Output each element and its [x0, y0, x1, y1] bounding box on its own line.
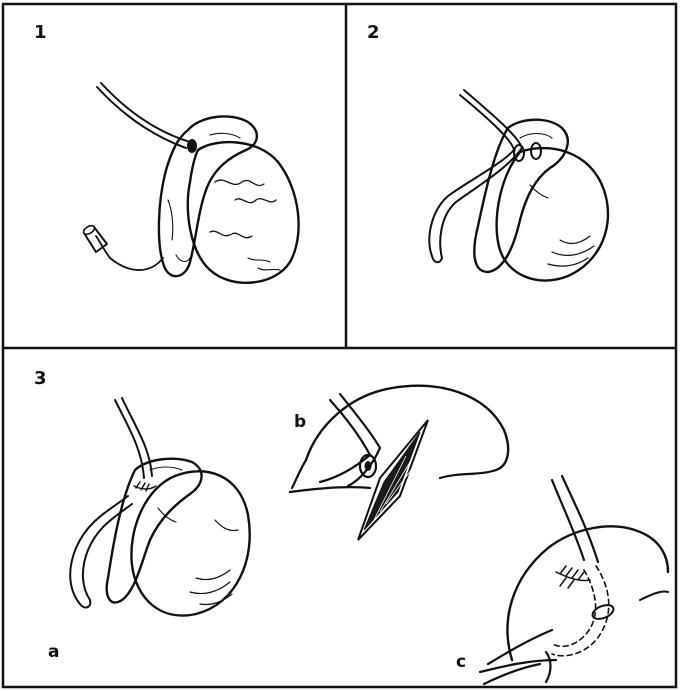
panel-3c-anastomosis	[556, 566, 590, 588]
sub-label-a: a	[48, 644, 59, 661]
panel-frame	[3, 4, 676, 687]
panel-2-drawing	[429, 90, 608, 281]
panel-3a-epididymis	[107, 459, 202, 603]
panel-1-drawing	[82, 83, 299, 283]
panel-2-testis	[497, 148, 608, 280]
panel-2-vas-loop	[429, 95, 514, 256]
panel-2-epididymis	[474, 120, 567, 272]
panel-3a-anastomosis	[134, 482, 156, 491]
panel-3c-drawing	[480, 476, 668, 684]
panel-label-2: 2	[367, 24, 380, 42]
panel-label-1: 1	[34, 24, 47, 42]
panel-3b-drawing	[290, 386, 508, 540]
panel-3a-drawing	[70, 398, 250, 616]
sub-label-b: b	[294, 414, 306, 431]
sub-label-c: c	[456, 654, 466, 671]
panel-1-testis	[188, 142, 299, 283]
panel-label-3: 3	[34, 370, 47, 388]
panel-1-epididymis	[159, 116, 257, 276]
